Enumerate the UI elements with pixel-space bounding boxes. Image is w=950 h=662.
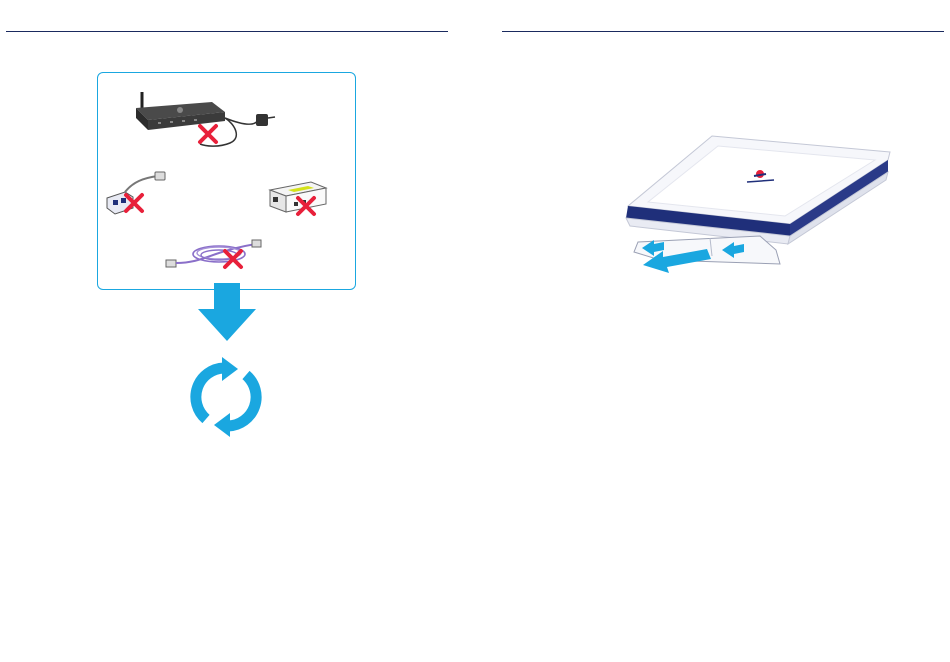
cross-icon [197, 123, 219, 145]
slide-out-arrow-icon [641, 245, 717, 275]
header-rule [6, 31, 448, 32]
refresh-icon [186, 357, 266, 437]
arrow-down-icon [196, 283, 258, 343]
left-page [0, 0, 475, 662]
cross-icon [295, 195, 317, 217]
header-rule [502, 31, 944, 32]
cross-icon [123, 192, 145, 214]
cross-icon [222, 248, 244, 270]
right-page [475, 0, 950, 662]
ethernet-cable-icon [164, 236, 264, 271]
